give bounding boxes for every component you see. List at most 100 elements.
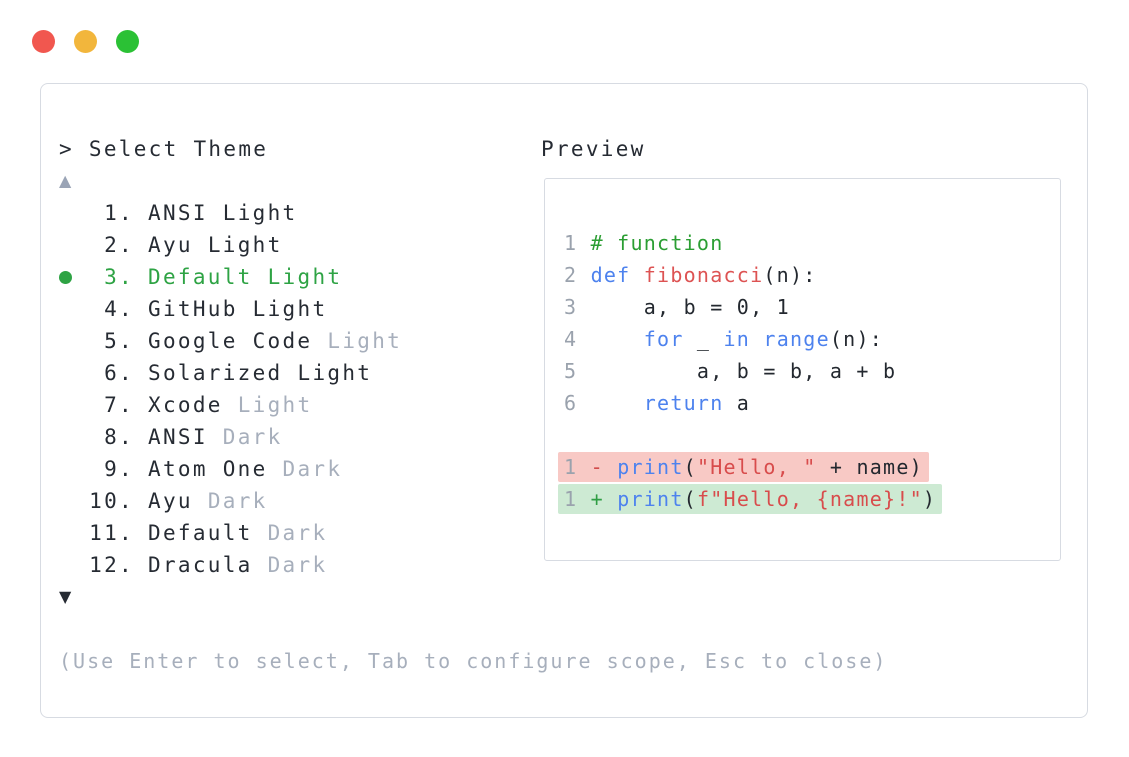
theme-item-name: Atom One [148, 457, 268, 481]
line-number: 1 [564, 231, 578, 255]
preview-title: Preview [541, 137, 646, 161]
code-token-string: f"Hello, {name}!" [696, 487, 923, 511]
line-number: 6 [564, 391, 578, 415]
diff-plus-sign: + [590, 487, 604, 511]
theme-item-variant: Light [267, 265, 343, 289]
code-token-keyword: def [590, 263, 631, 287]
selected-theme-indicator [59, 270, 89, 284]
code-token-plain: a, b = b, a + b [590, 359, 897, 383]
minimize-button[interactable] [74, 30, 97, 53]
code-token-plain: ) [922, 487, 937, 511]
theme-item-name: Ayu [148, 489, 193, 513]
code-token-plain: (n): [829, 327, 884, 351]
theme-list-item[interactable]: 5. Google Code Light [59, 325, 887, 357]
theme-item-variant: Light [252, 297, 328, 321]
code-token-keyword: return [643, 391, 724, 415]
theme-prompt: > Select Theme [59, 133, 887, 165]
theme-item-number: 3. [104, 265, 134, 289]
theme-item-number: 7. [104, 393, 134, 417]
theme-item-number: 12. [89, 553, 134, 577]
code-token-plain [591, 391, 644, 415]
theme-item-number: 6. [104, 361, 134, 385]
theme-item-name: Default [148, 265, 253, 289]
footer-hint-text: (Use Enter to select, Tab to configure s… [59, 649, 888, 673]
theme-item-variant: Dark [282, 457, 343, 481]
code-token-plain: + name) [816, 455, 923, 479]
code-token-keyword: print [617, 487, 684, 511]
theme-item-number: 8. [104, 425, 134, 449]
theme-list-item[interactable]: 1. ANSI Light [59, 197, 887, 229]
line-number: 4 [564, 327, 578, 351]
code-token-keyword: print [617, 455, 684, 479]
theme-list-item[interactable]: 9. Atom One Dark [59, 453, 887, 485]
code-token-keyword: in [723, 327, 751, 351]
line-number: 2 [564, 263, 578, 287]
scroll-down-icon[interactable]: ▼ [59, 587, 72, 606]
theme-list-item[interactable]: 11. Default Dark [59, 517, 887, 549]
footer-hint: (Use Enter to select, Tab to configure s… [59, 645, 887, 677]
diff-line-removed: 1 - print("Hello, " + name) [558, 451, 942, 483]
theme-item-name: GitHub [148, 297, 238, 321]
code-token-function: fibonacci [643, 263, 764, 287]
code-line: 1 # function [564, 227, 942, 259]
theme-item-name: Google Code [148, 329, 313, 353]
line-number: 3 [564, 295, 578, 319]
theme-item-name: ANSI [148, 425, 208, 449]
theme-list: 1. ANSI Light 2. Ayu Light 3. Default Li… [59, 197, 887, 581]
theme-list-item[interactable]: 2. Ayu Light [59, 229, 887, 261]
code-token-plain: a, b = 0, 1 [590, 295, 790, 319]
code-token-plain: ( [683, 487, 697, 511]
theme-list-item[interactable]: 7. Xcode Light [59, 389, 887, 421]
theme-item-variant: Dark [207, 489, 268, 513]
theme-list-item[interactable]: 4. GitHub Light [59, 293, 887, 325]
theme-item-name: ANSI [148, 201, 208, 225]
code-token-plain: ( [683, 455, 697, 479]
blank-line [564, 419, 942, 451]
theme-list-item[interactable]: 12. Dracula Dark [59, 549, 887, 581]
theme-item-name: Xcode [148, 393, 223, 417]
diff-line-added: 1 + print(f"Hello, {name}!") [558, 483, 943, 515]
line-number: 5 [564, 359, 578, 383]
theme-item-variant: Light [327, 329, 403, 353]
code-preview: 1 # function 2 def fibonacci (n): 3 a, b = … [558, 227, 943, 515]
code-line: 5 a, b = b, a + b [564, 355, 942, 387]
theme-item-variant: Dark [267, 553, 328, 577]
theme-prompt-text: > Select Theme [59, 137, 269, 161]
code-token-keyword: range [763, 327, 830, 351]
line-number: 1 [564, 487, 578, 511]
code-line: 3 a, b = 0, 1 [564, 291, 942, 323]
code-token-string: "Hello, " [696, 455, 817, 479]
code-token-keyword: for [643, 327, 684, 351]
theme-item-name: Ayu [148, 233, 193, 257]
theme-item-variant: Light [222, 201, 298, 225]
preview-panel: 1 # function 2 def fibonacci (n): 3 a, b = … [544, 178, 1061, 561]
code-token-plain: a [723, 391, 751, 415]
theme-item-number: 11. [89, 521, 134, 545]
theme-item-variant: Dark [267, 521, 328, 545]
theme-item-variant: Light [297, 361, 373, 385]
code-line: 6 return a [564, 387, 942, 419]
spacer [59, 613, 887, 645]
theme-list-item[interactable]: 8. ANSI Dark [59, 421, 887, 453]
theme-item-number: 10. [89, 489, 134, 513]
close-button[interactable] [32, 30, 55, 53]
theme-item-number: 9. [104, 457, 134, 481]
selected-dot-icon [59, 270, 72, 284]
theme-item-number: 5. [104, 329, 134, 353]
scroll-up-icon[interactable]: ▲ [59, 171, 72, 190]
theme-item-variant: Light [207, 233, 283, 257]
theme-selector-panel: > Select Theme ▲ 1. ANSI Light 2. Ayu Li… [40, 83, 1088, 718]
theme-item-number: 1. [104, 201, 134, 225]
code-token-plain: _ [683, 327, 724, 351]
theme-item-number: 2. [104, 233, 134, 257]
theme-item-name: Solarized [148, 361, 283, 385]
theme-list-item[interactable]: 6. Solarized Light [59, 357, 887, 389]
code-token-comment: # function [590, 231, 724, 255]
theme-list-item[interactable]: 10. Ayu Dark [59, 485, 887, 517]
code-line: 4 for _ in range(n): [564, 323, 942, 355]
diff-minus-sign: - [590, 455, 604, 479]
zoom-button[interactable] [116, 30, 139, 53]
code-token-plain [630, 263, 643, 287]
theme-list-item[interactable]: 3. Default Light [59, 261, 887, 293]
theme-item-variant: Light [237, 393, 313, 417]
